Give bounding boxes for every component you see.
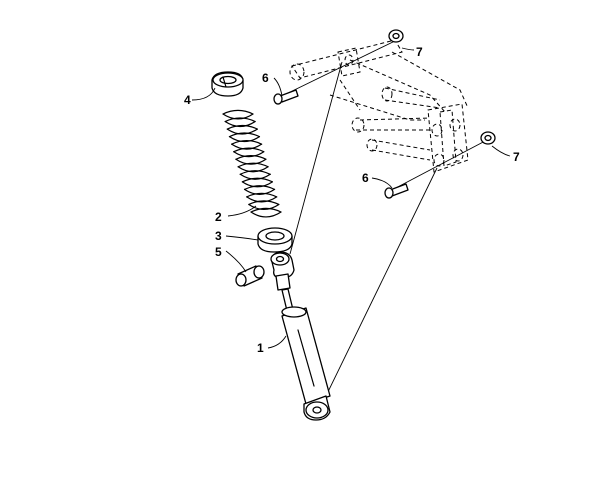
spring-coil [246, 192, 278, 198]
spring-coil [224, 120, 256, 128]
spring-coil [241, 181, 273, 188]
spring-coil [235, 155, 267, 160]
spring-retainer [257, 227, 293, 253]
spring-coil [246, 196, 278, 203]
callout-6-lower: 6 [362, 171, 369, 185]
spring-coil [239, 173, 271, 180]
leader-lines [191, 47, 511, 349]
spring-coil [243, 185, 276, 190]
callout-6-top: 6 [262, 71, 269, 85]
spring-coil [248, 200, 280, 206]
spring-coil [237, 166, 269, 173]
callout-4: 4 [184, 93, 191, 107]
spring-coil [241, 177, 273, 183]
spring-coil [237, 162, 269, 168]
frame-bracket-phantom [289, 39, 469, 173]
callout-3: 3 [215, 229, 222, 243]
callout-labels: 4 6 7 2 3 5 1 6 7 [184, 45, 520, 355]
spring-coil [250, 207, 282, 213]
spring-coil [222, 109, 254, 115]
spring-coil [228, 136, 261, 143]
spring-coil [224, 117, 256, 123]
assembly-lines [281, 39, 488, 401]
callout-1: 1 [257, 341, 264, 355]
callout-2: 2 [215, 210, 222, 224]
spring-coil [243, 188, 276, 195]
bushing [235, 265, 265, 287]
callout-5: 5 [215, 245, 222, 259]
spring-coil [233, 147, 265, 153]
spring-coil [250, 211, 282, 218]
bolt-lower [384, 183, 409, 199]
shock-absorber [270, 251, 331, 421]
spring-coil [226, 128, 258, 135]
spring-seat [211, 71, 244, 97]
spring-coil [233, 151, 265, 158]
lock-nut-right [480, 131, 496, 145]
spring-coil [235, 158, 267, 165]
spring-coil [226, 124, 258, 130]
bolt-top [273, 89, 299, 105]
coil-spring [222, 109, 282, 218]
spring-coil [231, 143, 263, 150]
callout-7-right: 7 [513, 150, 520, 164]
spring-coil [228, 132, 261, 138]
spring-coil [239, 170, 271, 175]
callout-7-top: 7 [416, 45, 423, 59]
lock-nut-top [388, 29, 404, 43]
spring-coil [222, 113, 254, 120]
spring-coil [231, 139, 263, 145]
spring-coil [248, 203, 280, 211]
